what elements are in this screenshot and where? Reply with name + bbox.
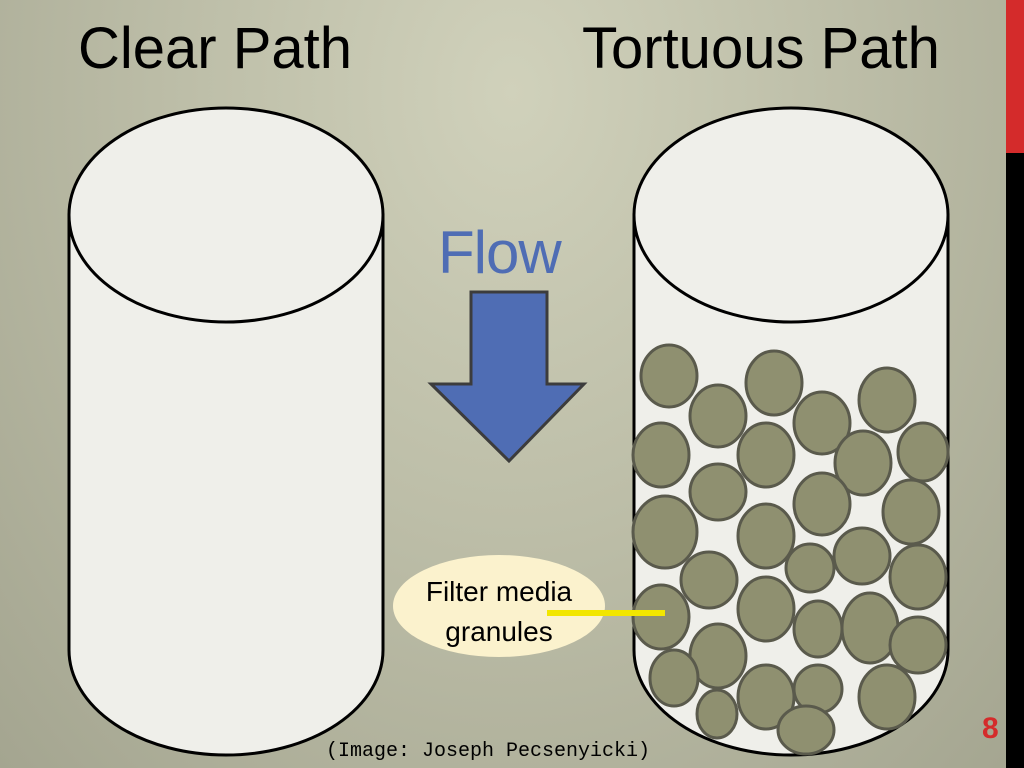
callout-text: Filter media granules <box>393 572 605 652</box>
granule <box>631 421 691 489</box>
granule <box>792 471 852 537</box>
image-credit: (Image: Joseph Pecsenyicki) <box>326 740 651 763</box>
granule <box>679 550 739 610</box>
granule <box>688 383 748 449</box>
page-number: 8 <box>982 712 999 745</box>
callout-bubble <box>393 555 605 657</box>
callout-line-2: granules <box>445 616 553 647</box>
title-tortuous-path: Tortuous Path <box>582 16 940 81</box>
granule <box>736 575 796 643</box>
clear-path-cylinder <box>67 106 385 757</box>
granule <box>833 429 893 497</box>
granule <box>776 704 836 756</box>
granule <box>857 366 917 434</box>
granule <box>881 478 941 546</box>
granule <box>736 502 796 570</box>
granule <box>888 543 948 611</box>
granule <box>744 349 804 417</box>
granule <box>896 421 950 483</box>
granule <box>792 390 852 456</box>
accent-bar-red <box>1006 0 1024 153</box>
filter-media-granules <box>631 343 950 756</box>
flow-label: Flow <box>438 219 562 286</box>
granule <box>888 615 948 675</box>
granule <box>688 462 748 522</box>
granule <box>695 688 739 740</box>
granule <box>857 663 917 731</box>
granule <box>792 599 844 659</box>
granule <box>631 494 699 570</box>
callout-line-1: Filter media <box>425 576 573 607</box>
title-clear-path: Clear Path <box>78 16 353 81</box>
flow-arrow <box>427 290 588 464</box>
granule <box>784 542 836 594</box>
granule <box>832 526 892 586</box>
granule <box>639 343 699 409</box>
granule <box>648 648 700 708</box>
granule <box>631 583 691 651</box>
granule <box>736 421 796 489</box>
accent-bar-black <box>1006 153 1024 768</box>
